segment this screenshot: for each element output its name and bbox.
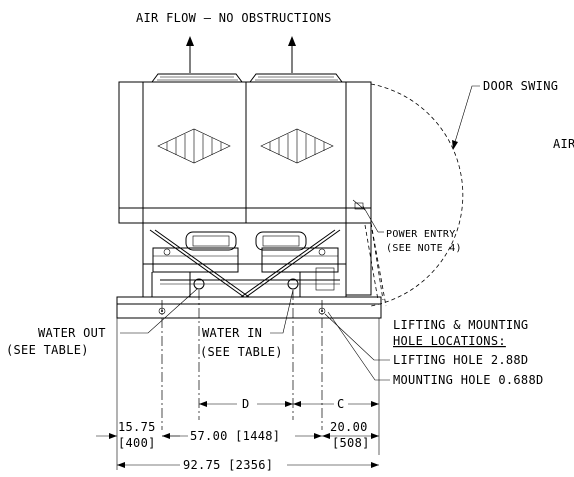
- mounting-hole-label: MOUNTING HOLE 0.688D: [393, 373, 544, 387]
- compressor-section: [142, 223, 347, 298]
- power-entry-note: (SEE NOTE 4): [386, 243, 462, 254]
- base-rail: [116, 296, 382, 319]
- water-in-connection: [287, 278, 299, 290]
- fan-diamond-left: [157, 128, 231, 164]
- water-in-leader: [270, 289, 294, 334]
- power-entry-box: [345, 222, 384, 301]
- door-swing-label: DOOR SWING: [483, 79, 558, 93]
- compressor-right: [255, 231, 339, 273]
- mounting-hole-leader: [327, 311, 390, 381]
- water-in-label: WATER IN: [202, 326, 262, 340]
- dimension-20-value: 20.00: [330, 420, 368, 434]
- dimension-92-75-value: 92.75 [2356]: [183, 458, 273, 472]
- door-swing-arc: [370, 83, 464, 307]
- air-label: AIR: [553, 137, 574, 151]
- dimension-d: [199, 401, 293, 407]
- dimension-20: [322, 433, 379, 439]
- fan-diamond-right: [260, 128, 334, 164]
- airflow-arrow-right: [288, 36, 296, 73]
- hole-locations-label: HOLE LOCATIONS:: [393, 334, 506, 348]
- water-out-label: WATER OUT: [38, 326, 106, 340]
- dimension-400-value: [400]: [118, 436, 156, 450]
- fan-guard-left: [151, 73, 243, 83]
- airflow-arrow-left: [186, 36, 194, 73]
- compressor-left: [152, 231, 239, 273]
- lifting-hole-leader: [324, 313, 390, 361]
- dimension-d-label: D: [242, 397, 250, 411]
- water-out-leader: [120, 288, 198, 334]
- condenser-cabinet: [118, 81, 372, 224]
- lifting-hole-label: LIFTING HOLE 2.88D: [393, 353, 528, 367]
- airflow-label: AIR FLOW – NO OBSTRUCTIONS: [136, 11, 332, 25]
- water-in-note: (SEE TABLE): [200, 345, 283, 359]
- water-out-connection: [193, 278, 205, 290]
- water-out-note: (SEE TABLE): [6, 343, 89, 357]
- dimension-c: [293, 318, 380, 455]
- dimension-57: [162, 433, 322, 439]
- dimension-c-label: C: [337, 397, 345, 411]
- door-swing-leader: [454, 85, 480, 143]
- dimension-92-75: [117, 462, 379, 468]
- lifting-mounting-label: LIFTING & MOUNTING: [393, 318, 528, 332]
- dimension-15-75-value: 15.75: [118, 420, 156, 434]
- fan-guard-right: [249, 73, 343, 83]
- piping: [151, 267, 340, 297]
- power-entry-label: POWER ENTRY: [386, 229, 456, 240]
- dimension-508-value: [508]: [332, 436, 370, 450]
- dimension-57-value: 57.00 [1448]: [190, 429, 280, 443]
